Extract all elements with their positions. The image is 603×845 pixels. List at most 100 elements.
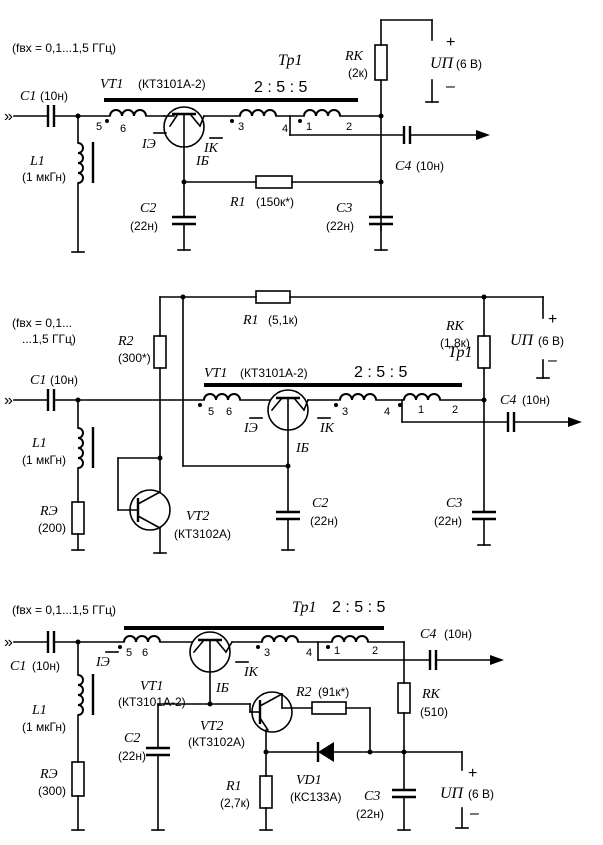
c1-l1-ref: L1 bbox=[29, 154, 45, 169]
c2-re-ref: RЭ bbox=[39, 504, 58, 519]
c1-pin3: 3 bbox=[238, 121, 244, 133]
c3-pin2: 2 bbox=[372, 645, 378, 657]
c1-plus: + bbox=[446, 34, 455, 51]
c1-c2-value: (22н) bbox=[130, 219, 158, 233]
c3-winding-56 bbox=[123, 635, 161, 643]
c3-c3-ref: C3 bbox=[364, 789, 380, 804]
c3-re-ref: RЭ bbox=[39, 767, 58, 782]
c2-vt2-ref: VT2 bbox=[186, 509, 209, 524]
c2-pin3: 3 bbox=[342, 406, 348, 418]
c2-pin6: 6 bbox=[226, 406, 232, 418]
c2-plus: + bbox=[548, 311, 557, 328]
c2-c2-ref: C2 bbox=[312, 496, 328, 511]
c1-pin4: 4 bbox=[282, 123, 288, 135]
c1-winding-12 bbox=[303, 109, 341, 117]
c3-up-value: (6 В) bbox=[468, 787, 494, 801]
c3-pin6: 6 bbox=[142, 647, 148, 659]
c3-pin3: 3 bbox=[264, 647, 270, 659]
c2-inductor-l1 bbox=[77, 427, 84, 469]
c3-winding-12 bbox=[331, 635, 369, 643]
c1-pin2: 2 bbox=[346, 121, 352, 133]
c1-pin5: 5 bbox=[96, 121, 102, 133]
circuit-2: (fвх = 0,1... ...1,5 ГГц) R1 (5,1к) R2 (… bbox=[4, 290, 582, 554]
c2-l1-value: (1 мкГн) bbox=[22, 453, 66, 467]
c2-tp-label: Тр1 bbox=[448, 344, 473, 361]
c1-l1-value: (1 мкГн) bbox=[22, 170, 66, 184]
c3-c2-ref: C2 bbox=[124, 731, 140, 746]
c2-ie-label: IЭ bbox=[243, 421, 258, 436]
c2-ratio: 2 : 5 : 5 bbox=[354, 364, 407, 381]
c3-resistor-re bbox=[71, 761, 85, 797]
c2-r2-ref: R2 bbox=[117, 334, 134, 349]
c1-vt1-ref: VT1 bbox=[100, 77, 123, 92]
c1-c4-value: (10н) bbox=[416, 159, 444, 173]
c2-vt1-type: (КТ3101А-2) bbox=[240, 366, 308, 380]
c3-up-label: UП bbox=[440, 785, 465, 802]
c2-minus: – bbox=[548, 352, 557, 369]
c2-c1-value: (10н) bbox=[50, 373, 78, 387]
c1-r1-ref: R1 bbox=[229, 195, 246, 210]
c2-pin2: 2 bbox=[452, 404, 458, 416]
c3-resistor-rk bbox=[397, 682, 411, 714]
c2-up-value: (6 В) bbox=[538, 334, 564, 348]
c1-resistor-rk bbox=[374, 44, 388, 81]
c2-rk-value: (1,8к) bbox=[440, 336, 470, 350]
c2-r1-ref: R1 bbox=[242, 313, 259, 328]
c1-winding-34 bbox=[239, 109, 277, 117]
c2-transistor-vt2 bbox=[129, 457, 171, 554]
c1-ik-label: IК bbox=[203, 141, 219, 156]
c2-l1-ref: L1 bbox=[31, 436, 47, 451]
c2-vt2-type: (КТ3102А) bbox=[174, 527, 231, 541]
c2-c3-ref: C3 bbox=[446, 496, 462, 511]
c3-c4-ref: C4 bbox=[420, 627, 436, 642]
c3-tp-label: Тр1 bbox=[292, 599, 317, 616]
c2-pin4: 4 bbox=[384, 406, 390, 418]
c1-input-arrow: » bbox=[4, 108, 13, 125]
c3-inductor-l1 bbox=[77, 674, 84, 716]
c1-ie-label: IЭ bbox=[141, 137, 156, 152]
c2-resistor-r1 bbox=[255, 290, 291, 304]
c1-pin1: 1 bbox=[306, 121, 312, 133]
c2-up-label: UП bbox=[510, 332, 535, 349]
c3-diode-vd1 bbox=[316, 742, 334, 762]
c1-freq-label: (fвх = 0,1...1,5 ГГц) bbox=[12, 41, 116, 55]
c2-transistor-vt1 bbox=[267, 389, 309, 467]
c3-resistor-r1 bbox=[259, 775, 273, 809]
c3-pin1: 1 bbox=[334, 645, 340, 657]
c1-up-label: UП bbox=[430, 55, 455, 72]
c1-c4-ref: C4 bbox=[395, 159, 411, 174]
c3-ratio: 2 : 5 : 5 bbox=[332, 599, 385, 616]
c3-l1-value: (1 мкГн) bbox=[22, 720, 66, 734]
c2-c3-value: (22н) bbox=[434, 514, 462, 528]
c3-plus: + bbox=[468, 765, 477, 782]
c3-freq-label: (fвх = 0,1...1,5 ГГц) bbox=[12, 603, 116, 617]
c1-winding-56 bbox=[109, 109, 147, 117]
c3-transistor-vt2 bbox=[249, 691, 293, 733]
c2-rk-ref: RК bbox=[445, 319, 465, 334]
c3-vd1-ref: VD1 bbox=[296, 773, 322, 788]
c3-re-value: (300) bbox=[38, 784, 66, 798]
c2-winding-34 bbox=[339, 393, 377, 401]
c2-ik-label: IК bbox=[319, 421, 335, 436]
c1-output-arrow bbox=[476, 130, 490, 140]
c1-c3-value: (22н) bbox=[326, 219, 354, 233]
c3-r2-value: (91к*) bbox=[318, 685, 349, 699]
c1-transistor-vt1 bbox=[163, 106, 205, 183]
c1-c1-ref: C1 bbox=[20, 89, 36, 104]
c2-pin5: 5 bbox=[208, 406, 214, 418]
c3-r2-ref: R2 bbox=[295, 685, 312, 700]
c3-output-arrow bbox=[490, 655, 504, 665]
c2-winding-56 bbox=[203, 393, 241, 401]
c3-transistor-vt1 bbox=[189, 631, 231, 705]
c1-inductor-l1 bbox=[77, 142, 84, 184]
c3-input-arrow: » bbox=[4, 634, 13, 651]
c2-winding-12 bbox=[403, 393, 441, 401]
c2-c2-value: (22н) bbox=[310, 514, 338, 528]
c3-vd1-type: (КС133А) bbox=[290, 790, 342, 804]
c3-c3-value: (22н) bbox=[356, 807, 384, 821]
c3-r1-value: (2,7к) bbox=[220, 796, 250, 810]
c3-vt2-type: (КТ3102А) bbox=[188, 735, 245, 749]
c3-ik-label: IК bbox=[243, 665, 259, 680]
c1-tp-label: Тр1 bbox=[278, 52, 303, 69]
circuit-3: (fвх = 0,1...1,5 ГГц) Тр1 2 : 5 : 5 » C1… bbox=[4, 599, 504, 831]
